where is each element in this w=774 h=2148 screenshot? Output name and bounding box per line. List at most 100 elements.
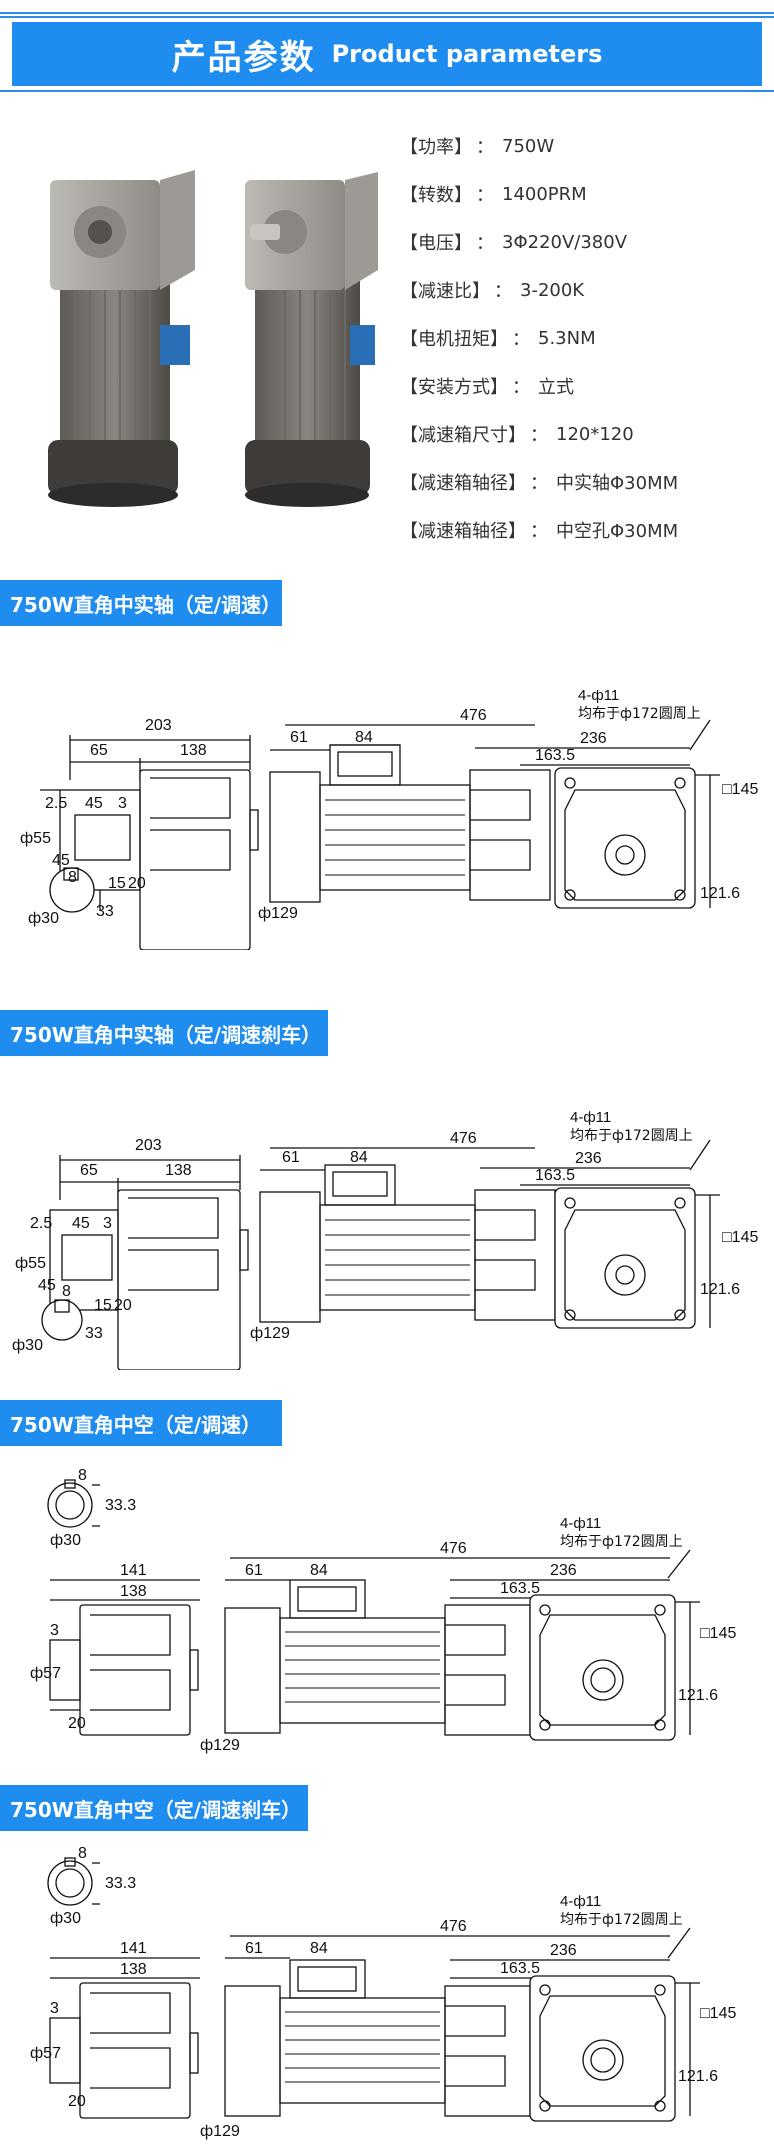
dim-3: 3 [118,795,127,812]
header-title-cn: 产品参数 [171,37,316,78]
param-separator: ： [512,377,530,398]
dim-84: 84 [355,729,373,746]
motor-photo-left [48,170,195,507]
dim-61: 61 [282,1149,300,1166]
dim-476: 476 [460,707,487,724]
param-separator: ： [476,137,494,158]
dim-141: 141 [120,1940,147,1957]
param-label: 【功率】 [400,137,472,158]
param-row-power: 【功率】： 750W [400,122,760,170]
dim-20: 20 [114,1297,132,1314]
param-value: 3Φ220V/380V [502,231,628,253]
dim-236: 236 [575,1150,602,1167]
dim-141: 141 [120,1562,147,1579]
dim-33: 33 [85,1325,103,1342]
header-top-line-2 [0,16,774,18]
dim-138: 138 [120,1583,147,1600]
dim-phi30: ф30 [50,1910,81,1927]
dim-phi30: ф30 [12,1337,43,1354]
dim-phi30: ф30 [28,910,59,927]
dim-65: 65 [80,1162,98,1179]
dim-15: 15 [108,875,126,892]
dim-145: □145 [722,1229,758,1246]
section-tag-solid-shaft-brake: 750W直角中实轴（定/调速刹车） [0,1010,328,1056]
dim-45-side: 45 [38,1277,56,1294]
dim-61: 61 [245,1562,263,1579]
dim-65: 65 [90,742,108,759]
param-value: 1400PRM [502,183,587,205]
param-row-speed: 【转数】：1400PRM [400,170,760,218]
dim-8: 8 [62,1283,71,1300]
dim-203: 203 [145,717,172,734]
param-separator: ： [494,281,512,302]
dim-145: □145 [722,781,758,798]
header-banner: 产品参数 Product parameters [12,22,762,86]
param-value: 立式 [538,377,574,398]
dim-phi129: ф129 [200,1737,240,1754]
dim-476: 476 [440,1540,467,1557]
dim-phi55: ф55 [15,1255,46,1272]
drawing-hollow-shaft-brake: 8 33.3 ф30 141 138 3 ф57 20 61 84 476 23… [0,1838,774,2144]
param-separator: ： [530,425,548,446]
parameter-list: 【功率】：750W 【转数】：1400PRM 【电压】：3Φ220V/380V … [400,122,760,554]
dim-138: 138 [120,1961,147,1978]
param-value: 5.3NM [538,327,596,349]
dim-phi129: ф129 [258,905,298,922]
param-value: 中实轴Φ30MM [556,473,679,494]
drawing-solid-shaft: 203 65 138 2.5 45 3 ф55 45 8 15 20 ф30 3… [0,690,774,950]
dim-121-6: 121.6 [678,2068,718,2085]
dim-236: 236 [550,1562,577,1579]
dim-84: 84 [350,1149,368,1166]
dim-phi55: ф55 [20,830,51,847]
dim-138: 138 [165,1162,192,1179]
dim-121-6: 121.6 [678,1687,718,1704]
dim-3: 3 [103,1215,112,1232]
dim-phi129: ф129 [250,1325,290,1342]
dim-holes: 4-ф11 [560,1515,601,1532]
dim-phi129: ф129 [200,2123,240,2140]
product-photos [20,150,400,510]
param-row-mount: 【安装方式】：立式 [400,362,760,410]
header-title-en: Product parameters [331,40,603,68]
dim-20: 20 [68,1715,86,1732]
dim-138: 138 [180,742,207,759]
param-value: 750W [502,135,555,157]
dim-33-3: 33.3 [105,1497,136,1514]
dim-pcd: 均布于ф172圆周上 [578,706,701,722]
dim-pcd: 均布于ф172圆周上 [560,1534,683,1550]
dim-45-side: 45 [52,852,70,869]
param-row-gearbox-size: 【减速箱尺寸】：120*120 [400,410,760,458]
section-tag-hollow-shaft-brake: 750W直角中空（定/调速刹车） [0,1785,308,1831]
dim-pcd: 均布于ф172圆周上 [560,1912,683,1928]
param-label: 【电机扭矩】 [400,329,508,350]
dim-8: 8 [78,1845,87,1862]
dim-3: 3 [50,2000,59,2017]
param-label: 【减速比】 [400,281,490,302]
dim-476: 476 [440,1918,467,1935]
dim-163-5: 163.5 [500,1960,540,1977]
dim-163-5: 163.5 [535,1167,575,1184]
motor-illustration [48,170,378,507]
param-row-voltage: 【电压】：3Φ220V/380V [400,218,760,266]
param-row-torque: 【电机扭矩】：5.3NM [400,314,760,362]
header-top-line [0,12,774,14]
param-label: 【减速箱轴径】 [400,473,526,494]
dim-145: □145 [700,1625,736,1642]
dim-61: 61 [290,729,308,746]
dim-3: 3 [50,1622,59,1639]
dim-holes: 4-ф11 [578,690,619,704]
drawing-solid-shaft-brake: 203 65 138 2.5 45 3 ф55 45 8 15 20 ф30 3… [0,1110,774,1370]
dim-15: 15 [94,1297,112,1314]
header-bottom-line [0,90,774,92]
param-label: 【转数】 [400,185,472,206]
motor-photo-right [245,172,378,507]
param-row-shaft-hollow: 【减速箱轴径】：中空孔Φ30MM [400,506,760,554]
dim-84: 84 [310,1940,328,1957]
dim-8: 8 [78,1467,87,1484]
param-value: 120*120 [556,423,634,445]
dim-phi30: ф30 [50,1532,81,1549]
dim-203: 203 [135,1137,162,1154]
dim-phi57: ф57 [30,1665,61,1682]
dim-33-3: 33.3 [105,1875,136,1892]
dim-45-top: 45 [85,795,103,812]
